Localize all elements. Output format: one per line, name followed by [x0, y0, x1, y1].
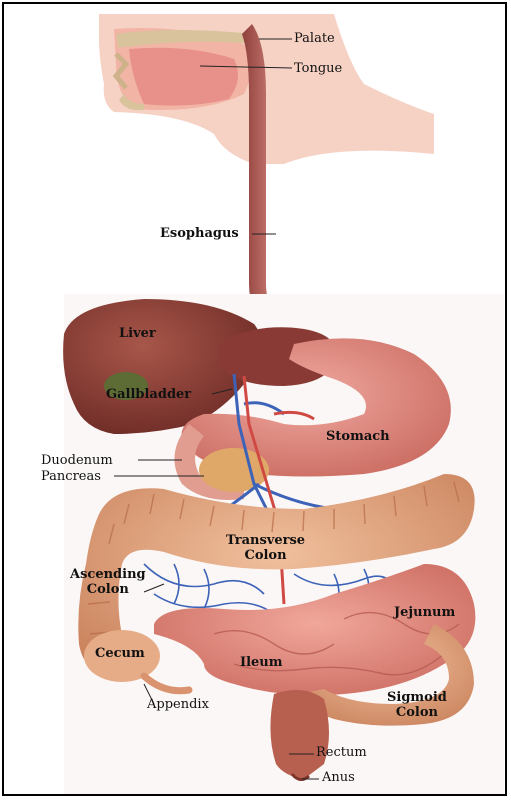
- label-tongue: Tongue: [294, 62, 342, 75]
- label-sigmoid-colon: Sigmoid Colon: [387, 691, 447, 721]
- label-esophagus: Esophagus: [160, 227, 239, 240]
- head-region: [99, 14, 434, 164]
- label-appendix: Appendix: [147, 698, 209, 711]
- label-ascending-colon-line2: Colon: [70, 583, 146, 598]
- label-gallbladder: Gallbladder: [106, 388, 191, 401]
- label-jejunum: Jejunum: [394, 606, 455, 619]
- label-duodenum: Duodenum: [41, 454, 113, 467]
- label-stomach: Stomach: [326, 430, 390, 443]
- label-rectum: Rectum: [316, 746, 367, 759]
- label-sigmoid-colon-line1: Sigmoid: [387, 691, 447, 706]
- label-transverse-colon-line2: Colon: [226, 549, 305, 564]
- label-transverse-colon-line1: Transverse: [226, 534, 305, 549]
- label-sigmoid-colon-line2: Colon: [387, 706, 447, 721]
- label-ascending-colon: Ascending Colon: [70, 568, 146, 598]
- label-transverse-colon: Transverse Colon: [226, 534, 305, 564]
- digestive-system-illustration: [4, 4, 505, 794]
- label-ascending-colon-line1: Ascending: [70, 568, 146, 583]
- rectum-shape: [270, 690, 329, 779]
- label-palate: Palate: [294, 32, 335, 45]
- label-anus: Anus: [322, 771, 355, 784]
- label-pancreas: Pancreas: [41, 470, 101, 483]
- label-cecum: Cecum: [95, 647, 145, 660]
- label-liver: Liver: [119, 327, 156, 340]
- tongue-shape: [129, 48, 238, 106]
- label-ileum: Ileum: [240, 656, 283, 669]
